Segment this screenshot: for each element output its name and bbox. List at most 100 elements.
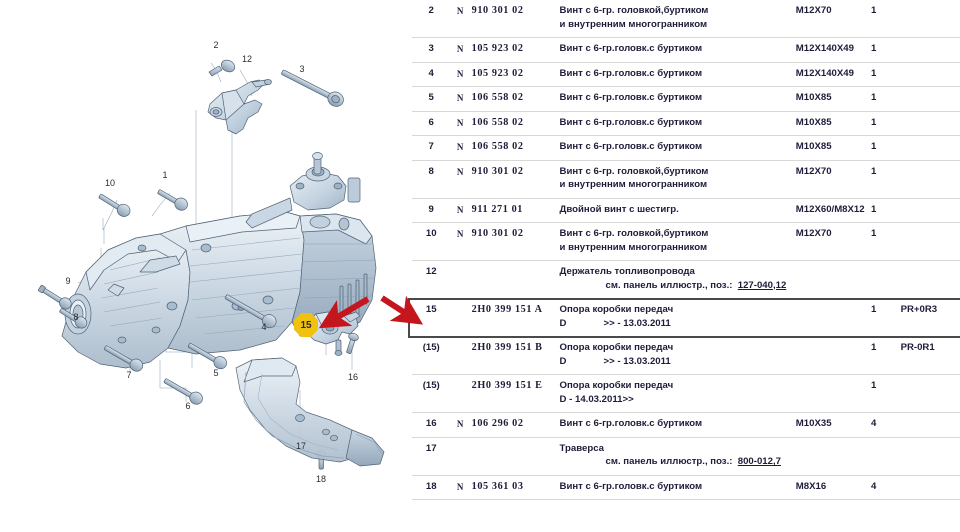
cell-position: 17: [425, 442, 437, 454]
cell-n-flag: N: [456, 6, 464, 16]
cell-specification: M10X85: [795, 141, 832, 152]
table-row[interactable]: 7 N 106 558 02 Винт с 6-гр.головк.с буртико…: [412, 136, 960, 161]
cell-description: Винт с 6-гр.головк.с буртиком: [558, 87, 794, 112]
cell-option-code: [899, 136, 960, 161]
cell-quantity: [869, 437, 899, 475]
description-text: Винт с 6-гр. головкой,буртиком: [559, 5, 709, 16]
callout-badge-15[interactable]: 15: [294, 313, 318, 337]
description-text: Винт с 6-гр. головкой,буртиком: [559, 165, 709, 177]
svg-text:12: 12: [242, 54, 252, 64]
cell-quantity: 1: [871, 165, 877, 177]
cell-position: 5: [428, 92, 434, 103]
svg-text:3: 3: [299, 64, 304, 74]
cell-description: Винт с 6-гр.головк.с буртиком: [558, 475, 794, 500]
cell-n-flag: N: [456, 204, 464, 215]
cell-n-flag: N: [456, 68, 464, 79]
cell-n-flag: [450, 375, 469, 413]
panel-reference-link[interactable]: 800-012,7: [737, 456, 781, 467]
cell-option-code: PR-0R1: [900, 342, 935, 353]
cell-n-flag: [450, 261, 469, 299]
cell-part-number: 106 558 02: [471, 141, 524, 152]
cell-option-code: [899, 87, 960, 112]
cell-option-code: [899, 0, 960, 38]
svg-text:7: 7: [126, 370, 131, 380]
svg-text:16: 16: [348, 372, 358, 382]
cell-specification: [794, 299, 869, 337]
cell-position: 9: [428, 203, 434, 215]
description-text: Винт с 6-гр.головк.с буртиком: [559, 480, 703, 492]
cell-part-number: 910 301 02: [471, 5, 524, 16]
cell-option-code: [899, 62, 960, 87]
cell-part-number: 2H0 399 151 B: [471, 342, 543, 353]
description-text: Опора коробки передач: [559, 380, 674, 391]
cell-position: 3: [428, 43, 434, 54]
cell-position: 15: [425, 304, 437, 315]
cell-part-number: 910 301 02: [471, 165, 524, 177]
cell-position: 18: [425, 480, 437, 492]
cell-description: Винт с 6-гр.головк.с буртиком: [558, 62, 794, 87]
cell-position: (15): [422, 342, 440, 353]
cell-quantity: 1: [871, 116, 877, 128]
svg-text:10: 10: [105, 178, 115, 188]
cell-quantity: 1: [871, 304, 877, 315]
cell-quantity: 1: [871, 92, 877, 103]
cell-n-flag: N: [456, 142, 464, 152]
cell-n-flag: N: [456, 419, 464, 429]
cell-quantity: 1: [871, 43, 877, 54]
svg-text:2: 2: [213, 40, 218, 50]
cell-specification: M12X60/M8X12: [795, 203, 865, 215]
cell-part-number: 106 558 02: [471, 92, 524, 103]
validity-date-prefix: D: [559, 317, 567, 329]
panel-reference-label: см. панель иллюстр., поз.:: [605, 456, 738, 467]
cell-position: 4: [428, 67, 434, 79]
svg-text:5: 5: [213, 368, 218, 378]
cell-description: Винт с 6-гр.головк.с буртиком: [558, 136, 794, 161]
cell-part-number: 105 923 02: [471, 43, 524, 54]
cell-n-flag: [450, 337, 469, 375]
cell-option-code: [899, 38, 960, 63]
description-text: Винт с 6-гр.головк.с буртиком: [559, 141, 703, 152]
cell-specification: M12X70: [795, 5, 832, 16]
cell-quantity: 1: [871, 228, 877, 239]
cell-specification: M10X85: [795, 116, 832, 128]
cell-part-number: 106 296 02: [471, 418, 524, 429]
cell-position: 7: [428, 141, 434, 152]
description-text: Держатель топливопровода: [559, 266, 695, 277]
cell-option-code: [899, 261, 960, 299]
svg-text:18: 18: [316, 474, 326, 484]
cell-specification: [794, 261, 869, 299]
description-line-2: и внутренним многогранником: [559, 18, 708, 30]
cell-specification: [794, 375, 869, 413]
cell-option-code: [899, 160, 960, 198]
cell-part-number: 106 558 02: [471, 116, 524, 128]
description-text: Траверса: [559, 442, 604, 454]
cell-n-flag: N: [456, 44, 464, 54]
cell-specification: M10X85: [795, 92, 832, 103]
description-line-2: и внутренним многогранником: [559, 179, 708, 190]
panel-reference-link[interactable]: 127-040,12: [737, 279, 787, 291]
cell-position: 10: [425, 228, 437, 239]
cell-part-number: [470, 437, 558, 475]
